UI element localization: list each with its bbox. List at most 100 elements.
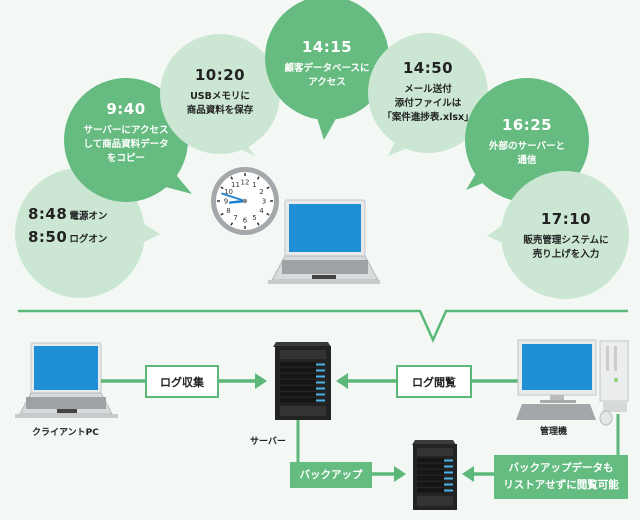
clock-tick bbox=[266, 186, 270, 190]
drive-bay bbox=[280, 374, 316, 379]
event-line: メール送付 bbox=[404, 83, 452, 95]
time-label: 17:10 bbox=[540, 210, 592, 228]
server-icon bbox=[273, 342, 331, 420]
clock-tick bbox=[256, 222, 260, 226]
event-line: 顧客データベースに bbox=[284, 62, 370, 74]
event-line: して商品資料データ bbox=[83, 138, 169, 150]
bubble-0940 bbox=[64, 78, 192, 202]
bubble-1415 bbox=[265, 0, 389, 140]
drive-bay bbox=[280, 392, 316, 397]
bubble-1450 bbox=[368, 33, 488, 156]
clock-tick bbox=[220, 186, 224, 190]
bubble-1710 bbox=[487, 171, 629, 299]
admin-label: 管理機 bbox=[540, 427, 568, 437]
arrow-head-right bbox=[255, 373, 267, 389]
drive-bay bbox=[417, 470, 445, 475]
clock-number: 4 bbox=[259, 207, 264, 215]
drive-led bbox=[316, 393, 325, 396]
drive-led bbox=[316, 363, 325, 366]
drive-led bbox=[316, 387, 325, 390]
drive-led bbox=[316, 381, 325, 384]
event-line: をコピー bbox=[106, 153, 145, 164]
clock-number: 3 bbox=[262, 198, 266, 206]
time-label: 9:40 bbox=[106, 100, 146, 118]
time-label: 8:48 bbox=[28, 205, 68, 223]
event-line: 売り上げを入力 bbox=[532, 248, 600, 260]
clock-number: 1 bbox=[252, 181, 256, 189]
laptop-icon bbox=[268, 199, 380, 284]
bubble-text-1450: 14:50 メール送付 添付ファイルは 「案件進捗表.xlsx」 bbox=[373, 57, 483, 125]
bubble-1625 bbox=[465, 78, 589, 202]
drive-led bbox=[316, 399, 325, 402]
drive-led bbox=[444, 489, 453, 492]
event-label: ログオン bbox=[69, 233, 108, 245]
event-line: 添付ファイルは bbox=[394, 97, 462, 109]
clock-tick bbox=[220, 212, 224, 216]
clock-number: 5 bbox=[252, 214, 256, 222]
clock-hour-hand bbox=[228, 199, 247, 204]
arrow-head-left bbox=[336, 373, 348, 389]
drive-bay bbox=[280, 386, 316, 391]
backup-note-line: リストアせずに閲覧可能 bbox=[503, 479, 619, 491]
event-line: 販売管理システムに bbox=[523, 234, 609, 246]
drive-bay bbox=[417, 482, 445, 487]
event-line: 外部のサーバーと bbox=[489, 140, 565, 152]
client-pc-label: クライアントPC bbox=[32, 428, 99, 438]
clock-number: 2 bbox=[259, 188, 263, 196]
log-view-label: ログ閲覧 bbox=[396, 365, 472, 398]
drive-bay bbox=[280, 380, 316, 385]
bubble-text-1625: 16:25 外部のサーバーと 通信 bbox=[472, 114, 582, 168]
drive-bay bbox=[280, 398, 316, 403]
drive-led bbox=[316, 375, 325, 378]
clock-number: 6 bbox=[243, 217, 248, 225]
time-label: 14:15 bbox=[301, 38, 353, 56]
drive-bay bbox=[417, 488, 445, 493]
event-label: 電源オン bbox=[69, 211, 108, 222]
event-line: 通信 bbox=[517, 154, 537, 166]
admin-pc-icon bbox=[516, 339, 629, 426]
event-line: サーバーにアクセス bbox=[83, 124, 169, 136]
backup-label: バックアップ bbox=[290, 462, 372, 488]
drive-bay bbox=[280, 368, 316, 373]
backup-note-line: バックアップデータも bbox=[508, 462, 614, 475]
time-label: 14:50 bbox=[402, 59, 454, 77]
bubble-text-1710: 17:10 販売管理システムに 売り上げを入力 bbox=[510, 208, 622, 262]
clock-tick bbox=[256, 176, 260, 180]
clock-number: 12 bbox=[241, 179, 250, 187]
bubble-text-1415: 14:15 顧客データベースに アクセス bbox=[272, 36, 382, 90]
clock-minute-hand bbox=[221, 192, 246, 202]
drive-bay bbox=[417, 464, 445, 469]
bubble-1020 bbox=[160, 34, 280, 156]
drive-bay bbox=[417, 458, 445, 463]
clock-tick bbox=[266, 212, 270, 216]
drive-bay bbox=[417, 476, 445, 481]
clock-tick bbox=[230, 222, 234, 226]
drive-led bbox=[444, 465, 453, 468]
drive-led bbox=[444, 459, 453, 462]
clock-tick bbox=[230, 176, 234, 180]
backup-server-icon bbox=[412, 440, 457, 510]
drive-led bbox=[316, 369, 325, 372]
server-label: サーバー bbox=[250, 437, 286, 447]
bubble-text-1020: 10:20 USBメモリに 商品資料を保存 bbox=[165, 64, 275, 118]
backup-note: バックアップデータも リストアせずに閲覧可能 bbox=[494, 455, 628, 499]
event-line: アクセス bbox=[308, 76, 346, 88]
clock-number: 10 bbox=[224, 188, 233, 196]
time-label: 10:20 bbox=[194, 66, 246, 84]
time-label: 8:50 bbox=[28, 227, 68, 246]
clock-number: 8 bbox=[226, 207, 230, 215]
drive-led bbox=[444, 483, 453, 486]
event-line: 「案件進捗表.xlsx」 bbox=[382, 112, 474, 123]
bubble-text-0940: 9:40 サーバーにアクセス して商品資料データ をコピー bbox=[66, 98, 186, 166]
drive-led bbox=[444, 477, 453, 480]
event-line: USBメモリに bbox=[190, 90, 250, 102]
client-pc-icon bbox=[15, 342, 118, 418]
clock-number: 9 bbox=[224, 198, 228, 206]
clock-number: 7 bbox=[233, 214, 237, 222]
drive-led bbox=[444, 471, 453, 474]
drive-bay bbox=[280, 362, 316, 367]
clock-number: 11 bbox=[231, 181, 240, 189]
